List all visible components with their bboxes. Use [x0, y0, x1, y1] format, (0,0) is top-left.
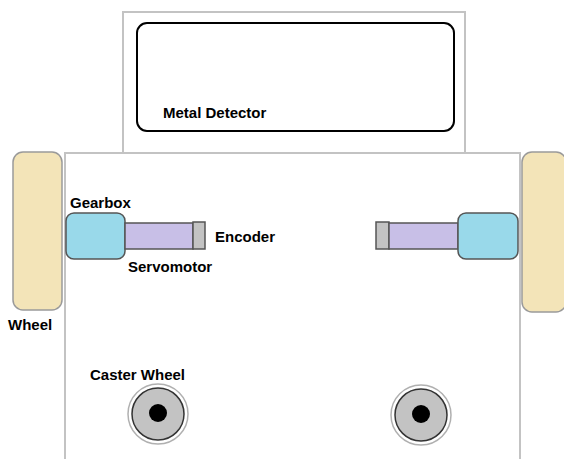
caster-wheel [132, 388, 184, 440]
part-label: Servomotor [128, 258, 212, 276]
part-label: Wheel [8, 316, 52, 334]
encoder [376, 222, 389, 249]
gearbox [66, 213, 125, 259]
detector-housing [123, 12, 465, 153]
part-label: Encoder [215, 228, 275, 246]
chassis-edge [465, 152, 520, 154]
servomotor [125, 223, 193, 249]
chassis-edge [65, 152, 123, 154]
caster-hub [149, 404, 167, 422]
gearbox [458, 213, 518, 259]
caster-hub [412, 405, 430, 423]
caster-wheel [395, 389, 447, 441]
detector-box: Metal Detector [136, 22, 455, 132]
caster-ring [391, 385, 451, 445]
wheel [522, 152, 564, 312]
encoder [193, 222, 205, 249]
part-title: Metal Detector [163, 104, 266, 122]
part-label: Gearbox [70, 194, 131, 212]
servomotor [389, 223, 458, 249]
part-label: Caster Wheel [90, 366, 185, 384]
caster-ring [128, 384, 188, 444]
chassis-edge [519, 152, 521, 459]
wheel [13, 152, 62, 310]
chassis-edge [64, 152, 66, 459]
